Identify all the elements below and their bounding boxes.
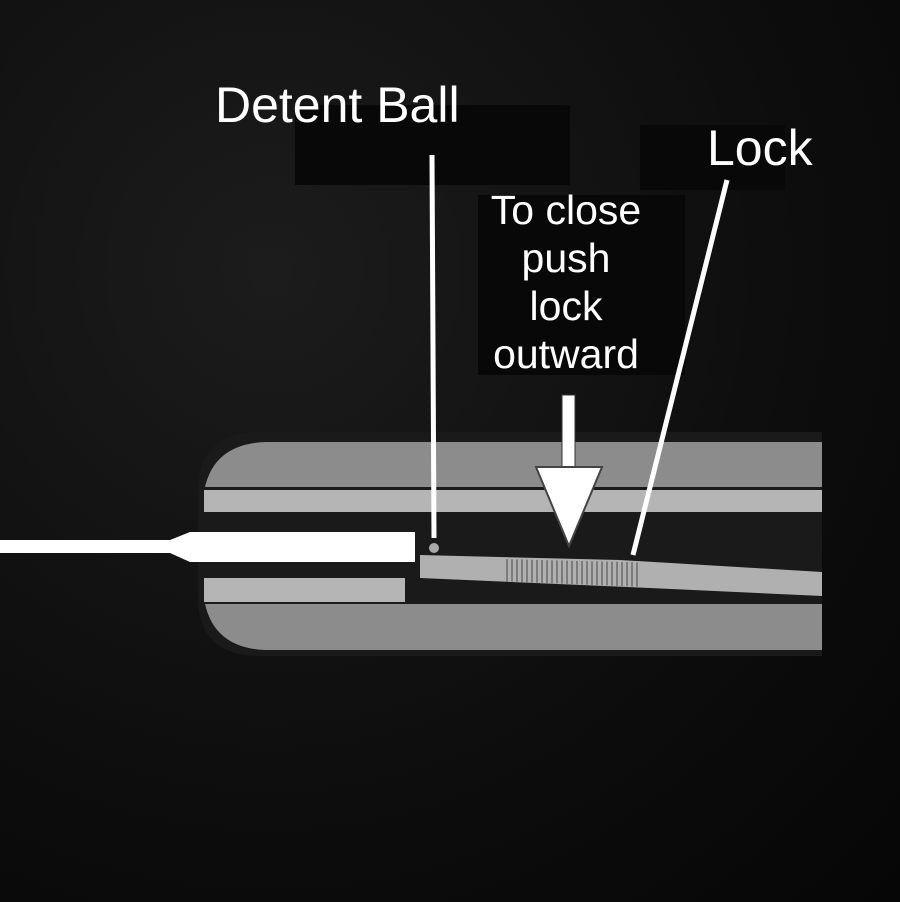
instruction-line: lock bbox=[529, 283, 603, 329]
lock-bar bbox=[420, 555, 822, 596]
lock-label-backdrop bbox=[640, 125, 785, 190]
bottom-liner bbox=[205, 604, 822, 650]
instruction-line: push bbox=[521, 235, 611, 281]
detent-ball bbox=[429, 543, 439, 553]
lock-label: Lock bbox=[707, 120, 813, 176]
instruction-backdrop bbox=[478, 195, 685, 375]
push-arrow-icon bbox=[534, 394, 604, 549]
lower-strip bbox=[204, 578, 405, 602]
top-strip bbox=[204, 490, 822, 512]
blade bbox=[0, 532, 415, 562]
top-liner bbox=[205, 442, 822, 487]
detent-pointer-line bbox=[429, 154, 437, 539]
instruction-line: outward bbox=[493, 331, 639, 377]
lock-ridges bbox=[506, 559, 638, 587]
instruction-line: To close bbox=[490, 187, 642, 233]
detent-ball-label: Detent Ball bbox=[215, 77, 460, 133]
instruction-label: To close push lock outward bbox=[466, 186, 666, 378]
lock-pointer-line bbox=[630, 179, 730, 556]
